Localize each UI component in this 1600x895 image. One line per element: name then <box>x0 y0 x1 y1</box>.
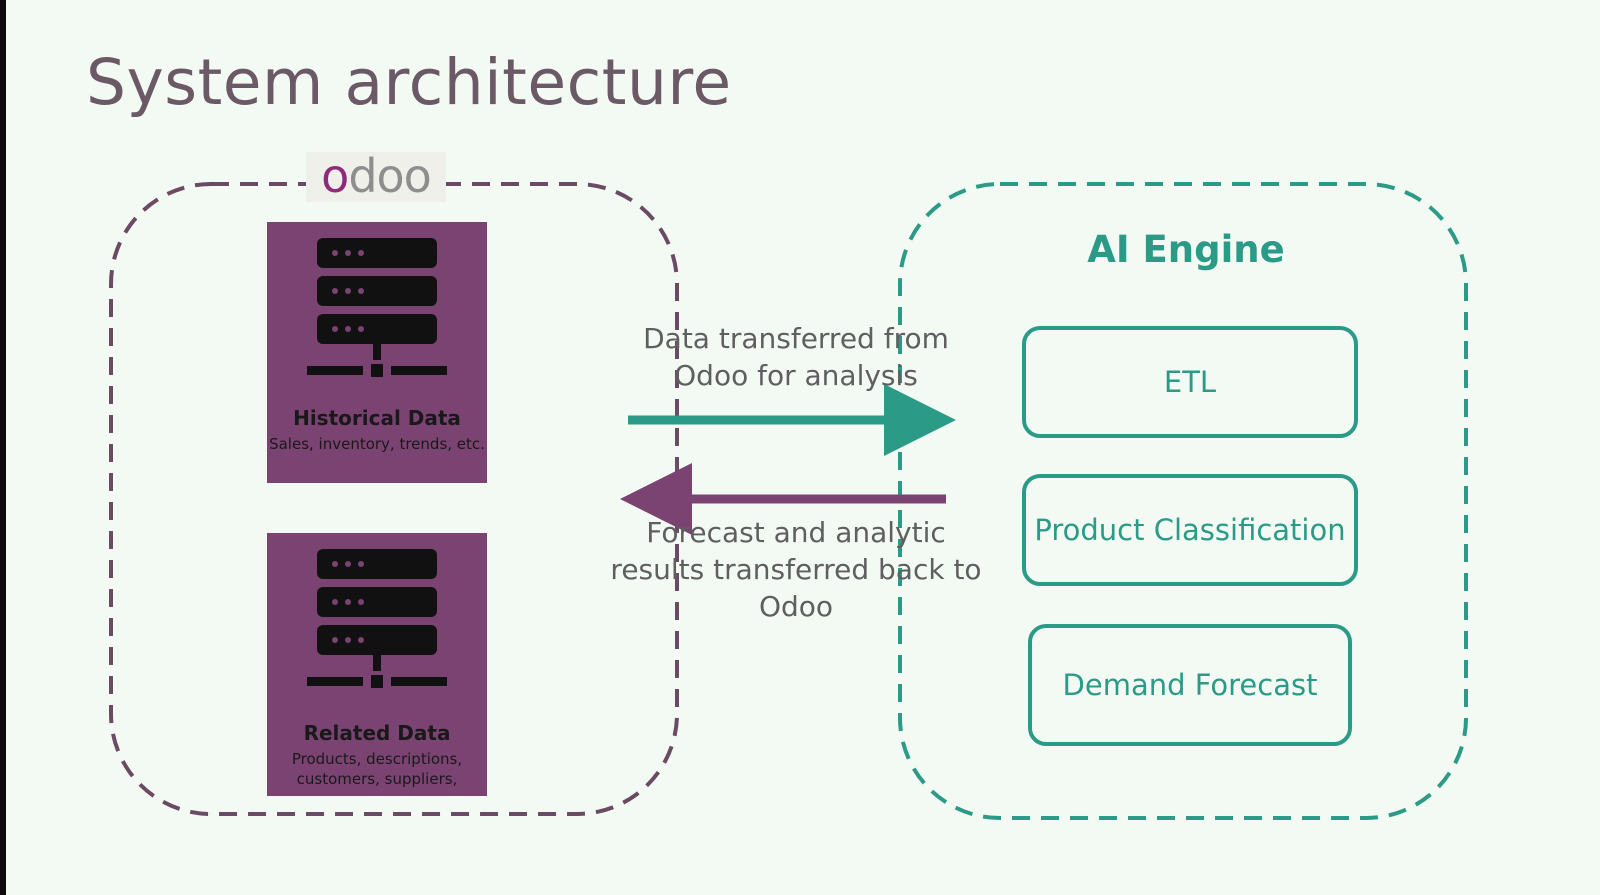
historical-data-title: Historical Data <box>293 406 461 430</box>
module-etl: ETL <box>1022 326 1358 438</box>
ai-engine-title: AI Engine <box>1087 228 1285 271</box>
related-data-box: Related Data Products, descriptions, cus… <box>267 533 487 796</box>
module-product-classification: Product Classification <box>1022 474 1358 586</box>
slide-title: System architecture <box>86 46 732 119</box>
module-demand-forecast: Demand Forecast <box>1028 624 1352 746</box>
historical-data-subtitle: Sales, inventory, trends, etc. <box>269 435 485 453</box>
server-icon <box>307 549 447 688</box>
slide: System architecture odoo H <box>6 0 1600 895</box>
odoo-logo: odoo <box>306 152 446 202</box>
server-icon <box>307 238 447 377</box>
architecture-diagram <box>109 182 1468 820</box>
related-data-subtitle: Products, descriptions, customers, suppl… <box>291 750 463 788</box>
flow-label-to-engine: Data transferred from Odoo for analysis <box>643 322 949 392</box>
historical-data-box: Historical Data Sales, inventory, trends… <box>267 222 487 483</box>
related-data-title: Related Data <box>303 721 451 745</box>
flow-label-to-odoo: Forecast and analytic results transferre… <box>610 516 982 623</box>
